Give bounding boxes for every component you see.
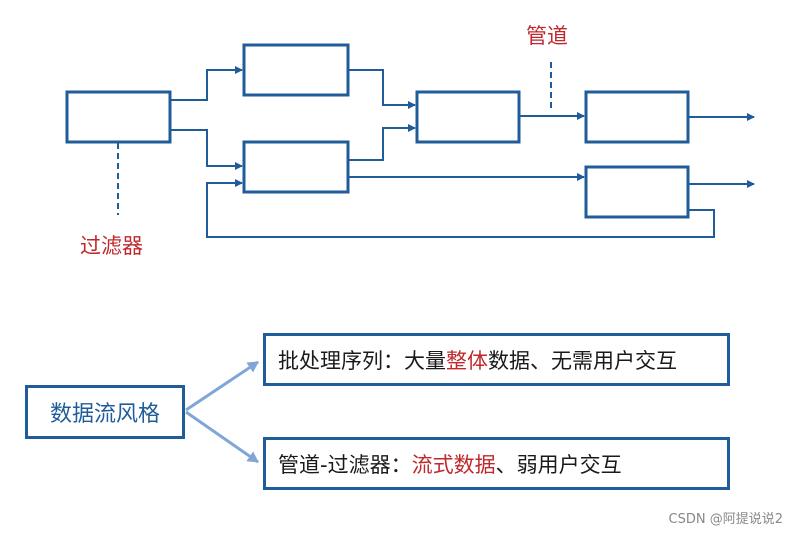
filter-box-upper — [242, 43, 350, 97]
filter-box-out-upper — [584, 90, 690, 144]
pipe-filter-suffix: 、弱用户交互 — [495, 452, 622, 477]
filter-label: 过滤器 — [80, 234, 143, 258]
pipe-source-to-lower — [170, 129, 243, 170]
batch-sequence-box: 批处理序列：大量整体数据、无需用户交互 — [263, 333, 730, 386]
filter-box-merge — [415, 90, 521, 144]
pipe-filter-box: 管道-过滤器：流式数据、弱用户交互 — [263, 437, 730, 490]
pipe-upper-to-merge — [348, 69, 416, 109]
filter-box-lower — [242, 140, 350, 194]
pipe-filter-prefix: 管道-过滤器： — [278, 452, 412, 477]
batch-prefix: 批处理序列：大量 — [278, 348, 446, 373]
filter-box-out-lower — [584, 165, 690, 219]
batch-suffix: 数据、无需用户交互 — [488, 348, 677, 373]
pipe-label: 管道 — [526, 24, 568, 48]
watermark: CSDN @阿提说说2 — [668, 512, 783, 527]
dataflow-style-box: 数据流风格 — [25, 385, 185, 439]
filter-box-source — [65, 90, 172, 144]
pipe-lower-to-merge — [348, 124, 416, 161]
batch-highlight: 整体 — [446, 348, 488, 373]
pipe-source-to-upper — [170, 66, 243, 101]
connector-to-pipe-filter — [185, 410, 259, 464]
connector-to-batch — [185, 360, 259, 412]
pipe-filter-highlight: 流式数据 — [411, 452, 496, 477]
pipe-feedback-loop — [206, 179, 715, 238]
dataflow-style-label: 数据流风格 — [49, 402, 160, 427]
